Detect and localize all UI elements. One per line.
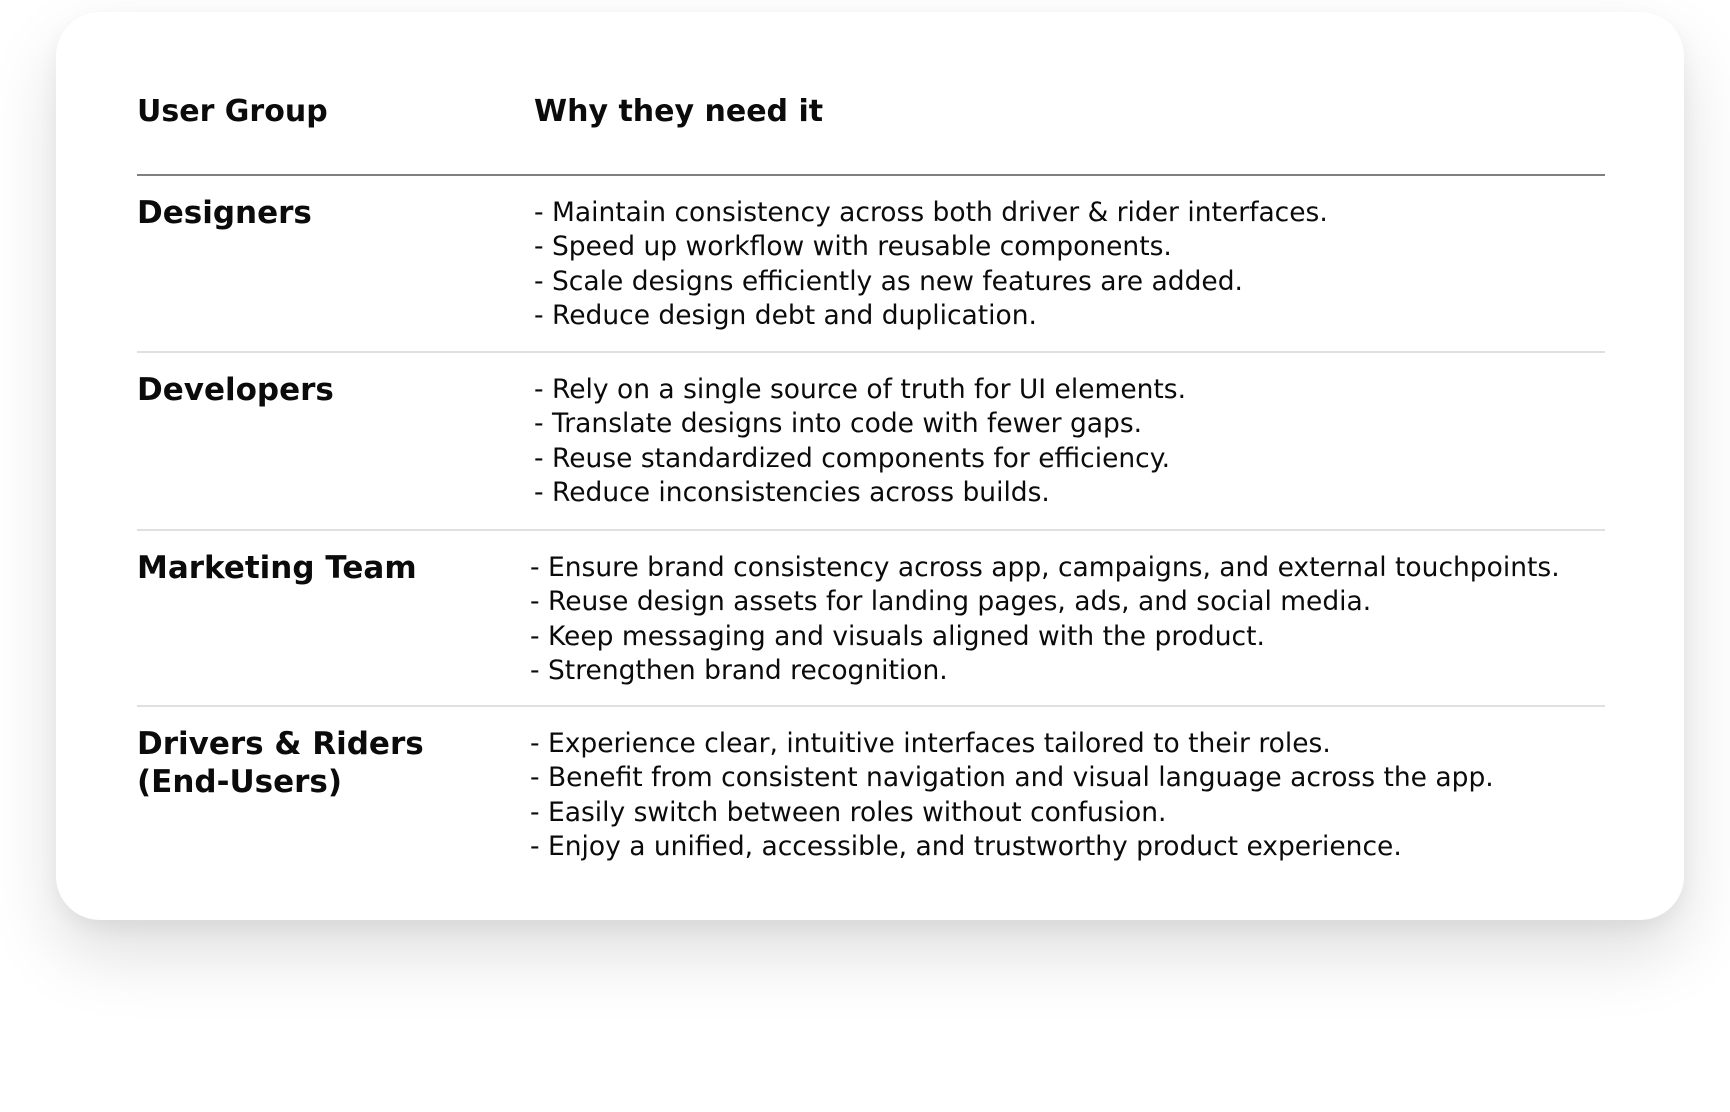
user-group-table: User Group Why they need it Designers - … [137, 90, 1605, 883]
group-name-subline: (End-Users) [137, 764, 343, 800]
list-item: - Translate designs into code with fewer… [534, 408, 1143, 440]
group-name-line: Drivers & Riders [137, 726, 424, 762]
row-points-list: - Ensure brand consistency across app, c… [530, 531, 1560, 705]
list-item: - Reuse standardized components for effi… [534, 442, 1171, 474]
row-group-drivers-riders: Drivers & Riders (End-Users) [137, 707, 530, 883]
header-user-group: User Group [137, 94, 328, 129]
list-item: - Experience clear, intuitive interfaces… [530, 728, 1331, 759]
table-header: User Group Why they need it [137, 90, 1605, 176]
list-item: - Strengthen brand recognition. [530, 655, 948, 687]
list-item: - Reduce design debt and duplication. [534, 300, 1037, 332]
row-group-designers: Designers [137, 195, 312, 231]
list-item: - Scale designs efficiently as new featu… [534, 265, 1243, 297]
list-item: - Benefit from consistent navigation and… [530, 762, 1494, 794]
row-points-list: - Rely on a single source of truth for U… [534, 353, 1186, 529]
list-item: - Reduce inconsistencies across builds. [534, 477, 1050, 509]
list-item: - Reuse design assets for landing pages,… [530, 586, 1372, 618]
list-item: - Keep messaging and visuals aligned wit… [530, 620, 1265, 652]
list-item: - Maintain consistency across both drive… [534, 197, 1328, 228]
list-item: - Enjoy a unified, accessible, and trust… [530, 831, 1402, 863]
row-group-developers: Developers [137, 372, 334, 408]
list-item: - Ensure brand consistency across app, c… [530, 552, 1560, 583]
list-item: - Rely on a single source of truth for U… [534, 374, 1187, 405]
table-row: Designers - Maintain consistency across … [137, 176, 1605, 353]
row-group-marketing-team: Marketing Team [137, 550, 417, 586]
row-points-list: - Experience clear, intuitive interfaces… [530, 707, 1494, 883]
list-item: - Speed up workflow with reusable compon… [534, 231, 1172, 263]
table-row: Developers - Rely on a single source of … [137, 353, 1605, 531]
table-row: Marketing Team - Ensure brand consistenc… [137, 531, 1605, 707]
user-group-card: User Group Why they need it Designers - … [56, 12, 1684, 920]
row-points-list: - Maintain consistency across both drive… [534, 176, 1328, 351]
list-item: - Easily switch between roles without co… [530, 796, 1167, 828]
table-row: Drivers & Riders (End-Users) - Experienc… [137, 707, 1605, 883]
header-why-they-need-it: Why they need it [534, 94, 824, 129]
